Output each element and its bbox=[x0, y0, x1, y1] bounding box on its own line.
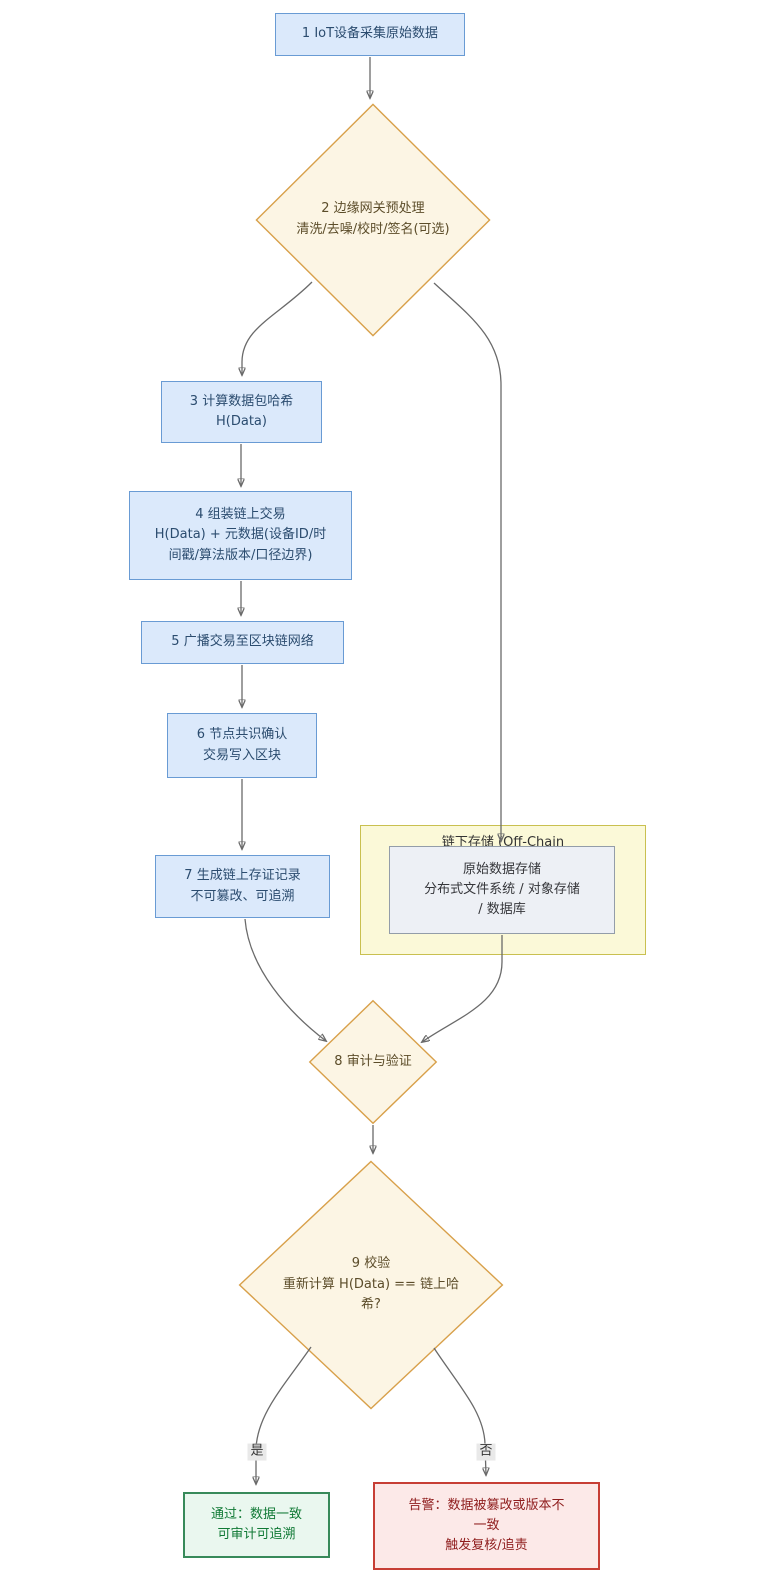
decision-9-hash-check: 9 校验 重新计算 H(Data) == 链上哈 希? bbox=[238, 1160, 504, 1410]
node-raw-data-storage: 原始数据存储 分布式文件系统 / 对象存储 / 数据库 bbox=[389, 846, 615, 934]
node-alarm-result: 告警：数据被篡改或版本不 一致 触发复核/追责 bbox=[373, 1482, 600, 1570]
node-6-consensus-confirm: 6 节点共识确认 交易写入区块 bbox=[167, 713, 317, 778]
node-4-assemble-transaction: 4 组装链上交易 H(Data) + 元数据(设备ID/时 间戳/算法版本/口径… bbox=[129, 491, 352, 580]
edge-2-to-storage bbox=[433, 282, 501, 841]
node-5-broadcast-transaction: 5 广播交易至区块链网络 bbox=[141, 621, 344, 664]
node-3-compute-hash: 3 计算数据包哈希 H(Data) bbox=[161, 381, 322, 443]
node-pass-result: 通过：数据一致 可审计可追溯 bbox=[183, 1492, 330, 1558]
edge-label-no: 否 bbox=[476, 1443, 496, 1461]
decision-8-audit-verify: 8 审计与验证 bbox=[309, 1000, 437, 1124]
node-7-onchain-record: 7 生成链上存证记录 不可篡改、可追溯 bbox=[155, 855, 330, 918]
edge-label-yes: 是 bbox=[247, 1443, 267, 1461]
diamond-shape bbox=[255, 103, 491, 337]
diamond-shape bbox=[309, 1000, 437, 1124]
node-1-iot-collect: 1 IoT设备采集原始数据 bbox=[275, 13, 465, 56]
decision-2-edge-gateway: 2 边缘网关预处理 清洗/去噪/校时/签名(可选) bbox=[255, 103, 491, 337]
decision-8-label: 8 审计与验证 bbox=[334, 1053, 412, 1069]
decision-2-label: 2 边缘网关预处理 清洗/去噪/校时/签名(可选) bbox=[296, 201, 450, 237]
decision-9-label: 9 校验 重新计算 H(Data) == 链上哈 希? bbox=[282, 1255, 460, 1313]
